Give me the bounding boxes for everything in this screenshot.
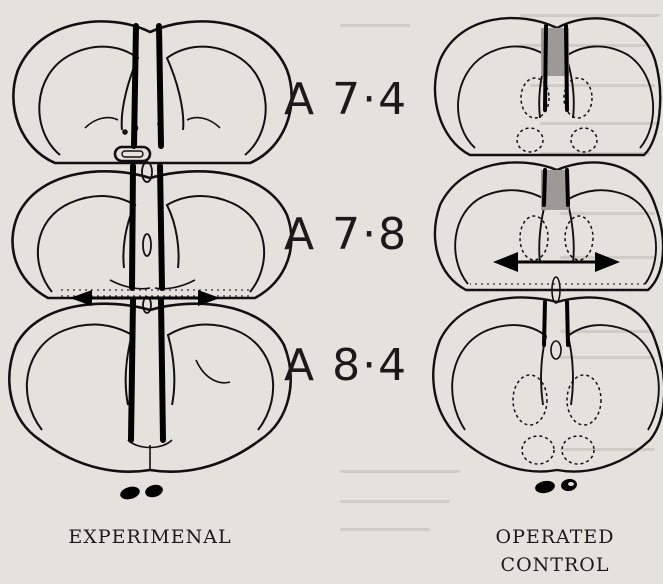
- caption-control-line2: CONTROL: [470, 552, 640, 578]
- experimental-sections: [9, 21, 291, 501]
- section-ctl-a78: [435, 162, 663, 292]
- section-exp-a84: [9, 304, 290, 472]
- control-sections: [433, 18, 663, 495]
- section-exp-a74: [13, 21, 291, 163]
- ctl-mammillary-bodies: [534, 478, 578, 495]
- ctl-arrow: [493, 252, 620, 272]
- level-label-a84: A 8·4: [284, 344, 408, 388]
- exp-lesion-tracks: [131, 26, 163, 440]
- exp-mammillary-bodies: [119, 483, 164, 502]
- section-exp-a78: [12, 171, 291, 300]
- level-label-a74: A 7·4: [284, 78, 408, 122]
- level-label-a78: A 7·8: [284, 213, 408, 257]
- caption-experimental: EXPERIMENAL: [30, 524, 270, 550]
- caption-control-line1: OPERATED: [470, 524, 640, 550]
- section-ctl-a84: [433, 297, 663, 471]
